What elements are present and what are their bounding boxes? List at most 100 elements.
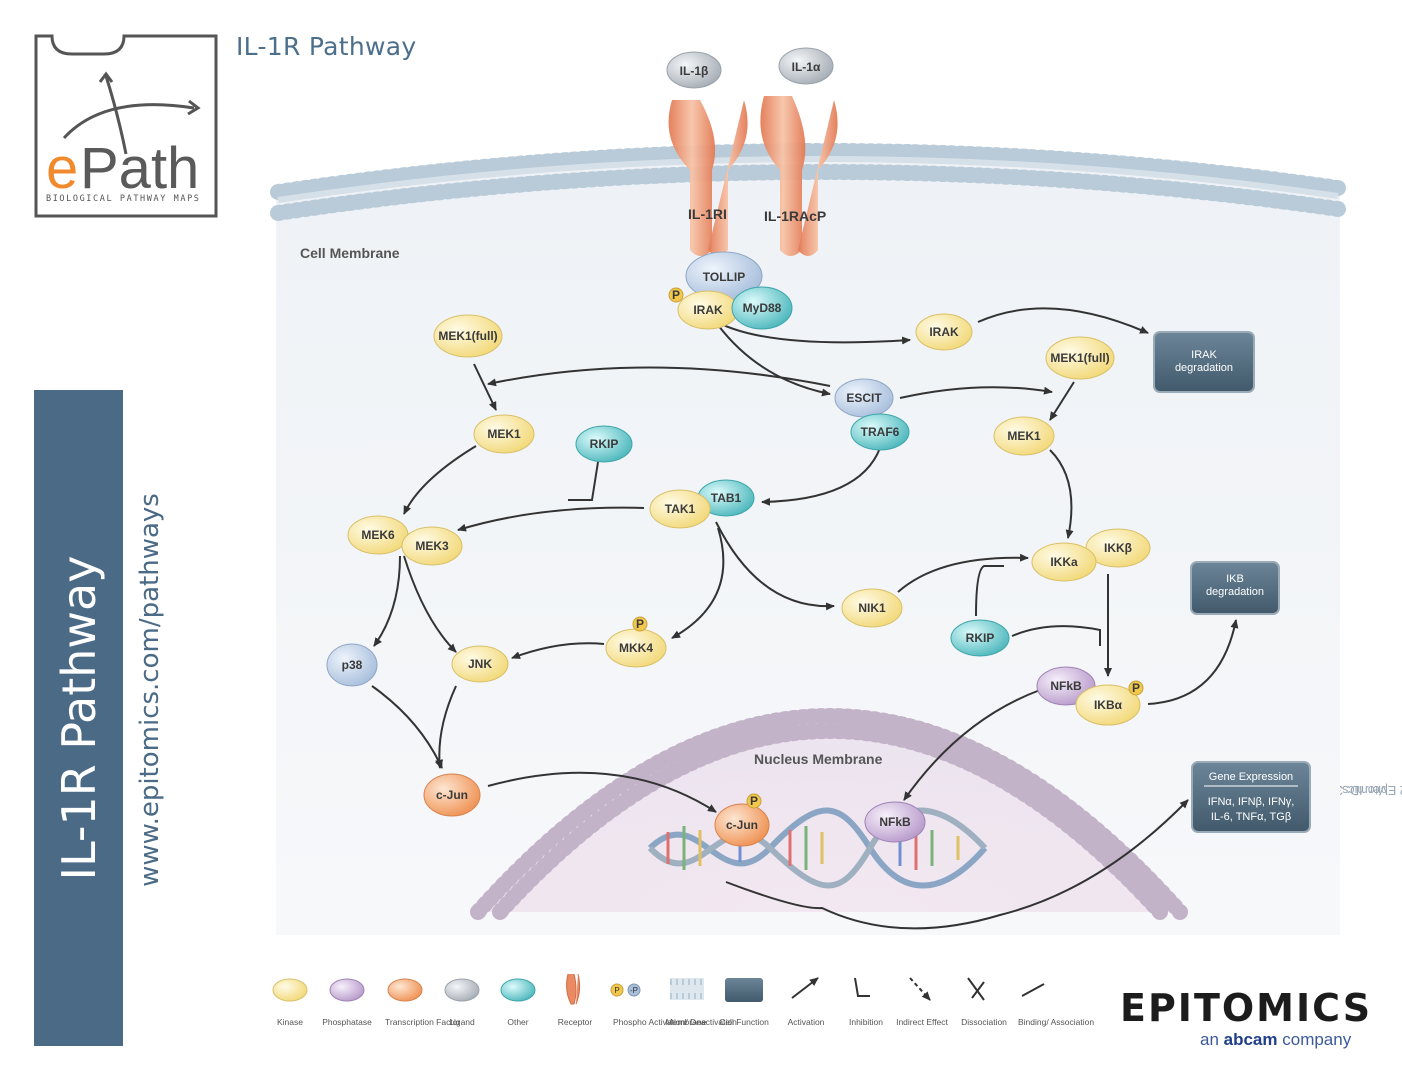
arrow-mek1-ikka [1049, 449, 1074, 539]
ikkb-node: IKKβ [1085, 528, 1151, 568]
cell-membrane [270, 142, 1346, 221]
rkip-bottom-label: RKIP [966, 631, 995, 645]
mek1full-left-node: MEK1(full) [433, 314, 503, 358]
legend-ligand: Ligand [444, 978, 480, 1027]
ikba-p-label: P [1132, 681, 1140, 695]
legend-indirect-effect: Indirect Effect [896, 977, 949, 1027]
legend: Kinase Phosphatase Transcription Factor … [272, 973, 1094, 1027]
irak-degradation-box: IRAK degradation [1153, 331, 1255, 393]
inhibition-rkip-ikka [975, 565, 1004, 617]
mkk4-node: MKK4 [605, 628, 667, 668]
arrow-irak-escit [717, 324, 831, 397]
legend-phosphatase: Phosphatase [322, 978, 372, 1027]
cjun-nuclear-phospho: P [746, 793, 762, 809]
il1b-ligand: IL-1β [666, 51, 722, 89]
legend-phospho-label: Phospho Activation/ Deactivation [613, 1017, 737, 1027]
side-band [34, 390, 123, 1046]
escit-node: ESCIT [834, 378, 894, 418]
legend-binding-label: Binding/ Association [1018, 1017, 1094, 1027]
gene-expression-line1: IFNα, IFNβ, IFNγ, [1208, 796, 1295, 808]
irak-label: IRAK [693, 303, 723, 317]
arrow-mkk4-jnk [511, 642, 605, 659]
il1a-label: IL-1α [792, 60, 821, 74]
mkk4-label: MKK4 [619, 641, 653, 655]
legend-inhibition: Inhibition [849, 977, 883, 1027]
inhibition-lines [568, 461, 1101, 646]
cjun-label: c-Jun [436, 788, 468, 802]
nik1-node: NIK1 [841, 588, 903, 628]
traf6-node: TRAF6 [850, 413, 910, 451]
nfkb-nuc-label: NFkB [879, 815, 911, 829]
page-title: IL-1R Pathway [236, 32, 417, 61]
pathway-arrows [371, 307, 1239, 930]
irak-degradation-line1: IRAK [1191, 349, 1217, 361]
legend-transcription-factor-label: Transcription Factor [385, 1017, 460, 1027]
p38-label: p38 [342, 658, 363, 672]
tab1-node: TAB1 [697, 479, 755, 517]
il1ri-label: IL-1RI [688, 206, 727, 222]
abcam-company-line: an abcam company [1200, 1030, 1351, 1050]
logo-e: e [46, 136, 78, 201]
gene-expression-box: Gene Expression IFNα, IFNβ, IFNγ, IL-6, … [1191, 761, 1311, 833]
arrow-nik1-ikka [897, 553, 1029, 593]
brand-sub-bold: abcam [1223, 1030, 1278, 1049]
p38-node: p38 [326, 643, 378, 687]
svg-text:-P: -P [630, 986, 638, 995]
ikba-label: IKBα [1094, 698, 1123, 712]
gene-expression-title: Gene Expression [1209, 771, 1293, 783]
rkip-top-label: RKIP [590, 437, 619, 451]
cjun-nuc-p-label: P [750, 794, 758, 808]
tollip-node: TOLLIP [685, 251, 763, 301]
legend-inhibition-label: Inhibition [849, 1017, 883, 1027]
arrow-mek1-mek6 [403, 445, 477, 515]
irak-phospho: P [668, 287, 684, 303]
ikba-phospho: P [1128, 680, 1144, 696]
legend-cell-function-label: Cell Function [719, 1017, 769, 1027]
svg-text:P: P [614, 986, 619, 995]
legend-dissociation-label: Dissociation [961, 1017, 1007, 1027]
il1ri-receptor [668, 100, 748, 256]
arrow-ikba-ikb-degradation [1147, 619, 1239, 705]
traf6-label: TRAF6 [861, 425, 900, 439]
irak-node: IRAK [677, 290, 739, 330]
rkip-top-node: RKIP [575, 425, 633, 463]
logo-path: Path [80, 136, 199, 201]
rkip-bottom-node: RKIP [950, 619, 1010, 657]
arrow-jnk-cjun [435, 685, 457, 769]
arrow-p38-cjun [371, 685, 443, 769]
arrow-tak1-mek3 [457, 506, 645, 532]
ikb-degradation-line1: IKB [1226, 573, 1244, 585]
cjun-nuclear-node: c-Jun [714, 803, 770, 847]
legend-dissociation: Dissociation [961, 977, 1007, 1027]
irak-p-label: P [672, 288, 680, 302]
arrow-irak-degradation [977, 307, 1149, 334]
cjun-nuc-label: c-Jun [726, 818, 758, 832]
il1b-label: IL-1β [680, 64, 709, 78]
ikka-node: IKKa [1031, 542, 1097, 582]
legend-membrane: Membrane [666, 978, 707, 1027]
ikb-degradation-line2: degradation [1206, 586, 1264, 598]
mek1full-right-node: MEK1(full) [1045, 336, 1115, 380]
arrow-mek1full-mek1-right [1049, 381, 1075, 421]
mek1-left-label: MEK1 [487, 427, 521, 441]
tak1-label: TAK1 [665, 502, 696, 516]
epath-logo: e Path [34, 34, 218, 218]
logo-tagline: BIOLOGICAL PATHWAY MAPS [46, 194, 201, 204]
arrow-mek3-jnk [403, 555, 457, 653]
legend-receptor: Receptor [558, 973, 592, 1027]
arrow-dna-gene-expression [725, 799, 1189, 930]
brand-sub-suffix: company [1277, 1030, 1352, 1049]
ikkb-label: IKKβ [1104, 541, 1132, 555]
arrow-mek6-p38 [373, 555, 401, 647]
mek1-right-label: MEK1 [1007, 429, 1041, 443]
escit-label: ESCIT [846, 391, 882, 405]
arrow-nfkb-nucleus [903, 689, 1041, 801]
arrow-tak1-nik1 [715, 521, 835, 611]
legend-phospho: P -P Phospho Activation/ Deactivation [610, 983, 737, 1027]
gene-expression-line2: IL-6, TNFα, TGβ [1211, 811, 1291, 823]
irak-right-label: IRAK [929, 325, 959, 339]
legend-cell-function: Cell Function [719, 978, 769, 1027]
arrow-escit-mek1-left [487, 366, 831, 387]
mkk4-p-label: P [636, 617, 644, 631]
